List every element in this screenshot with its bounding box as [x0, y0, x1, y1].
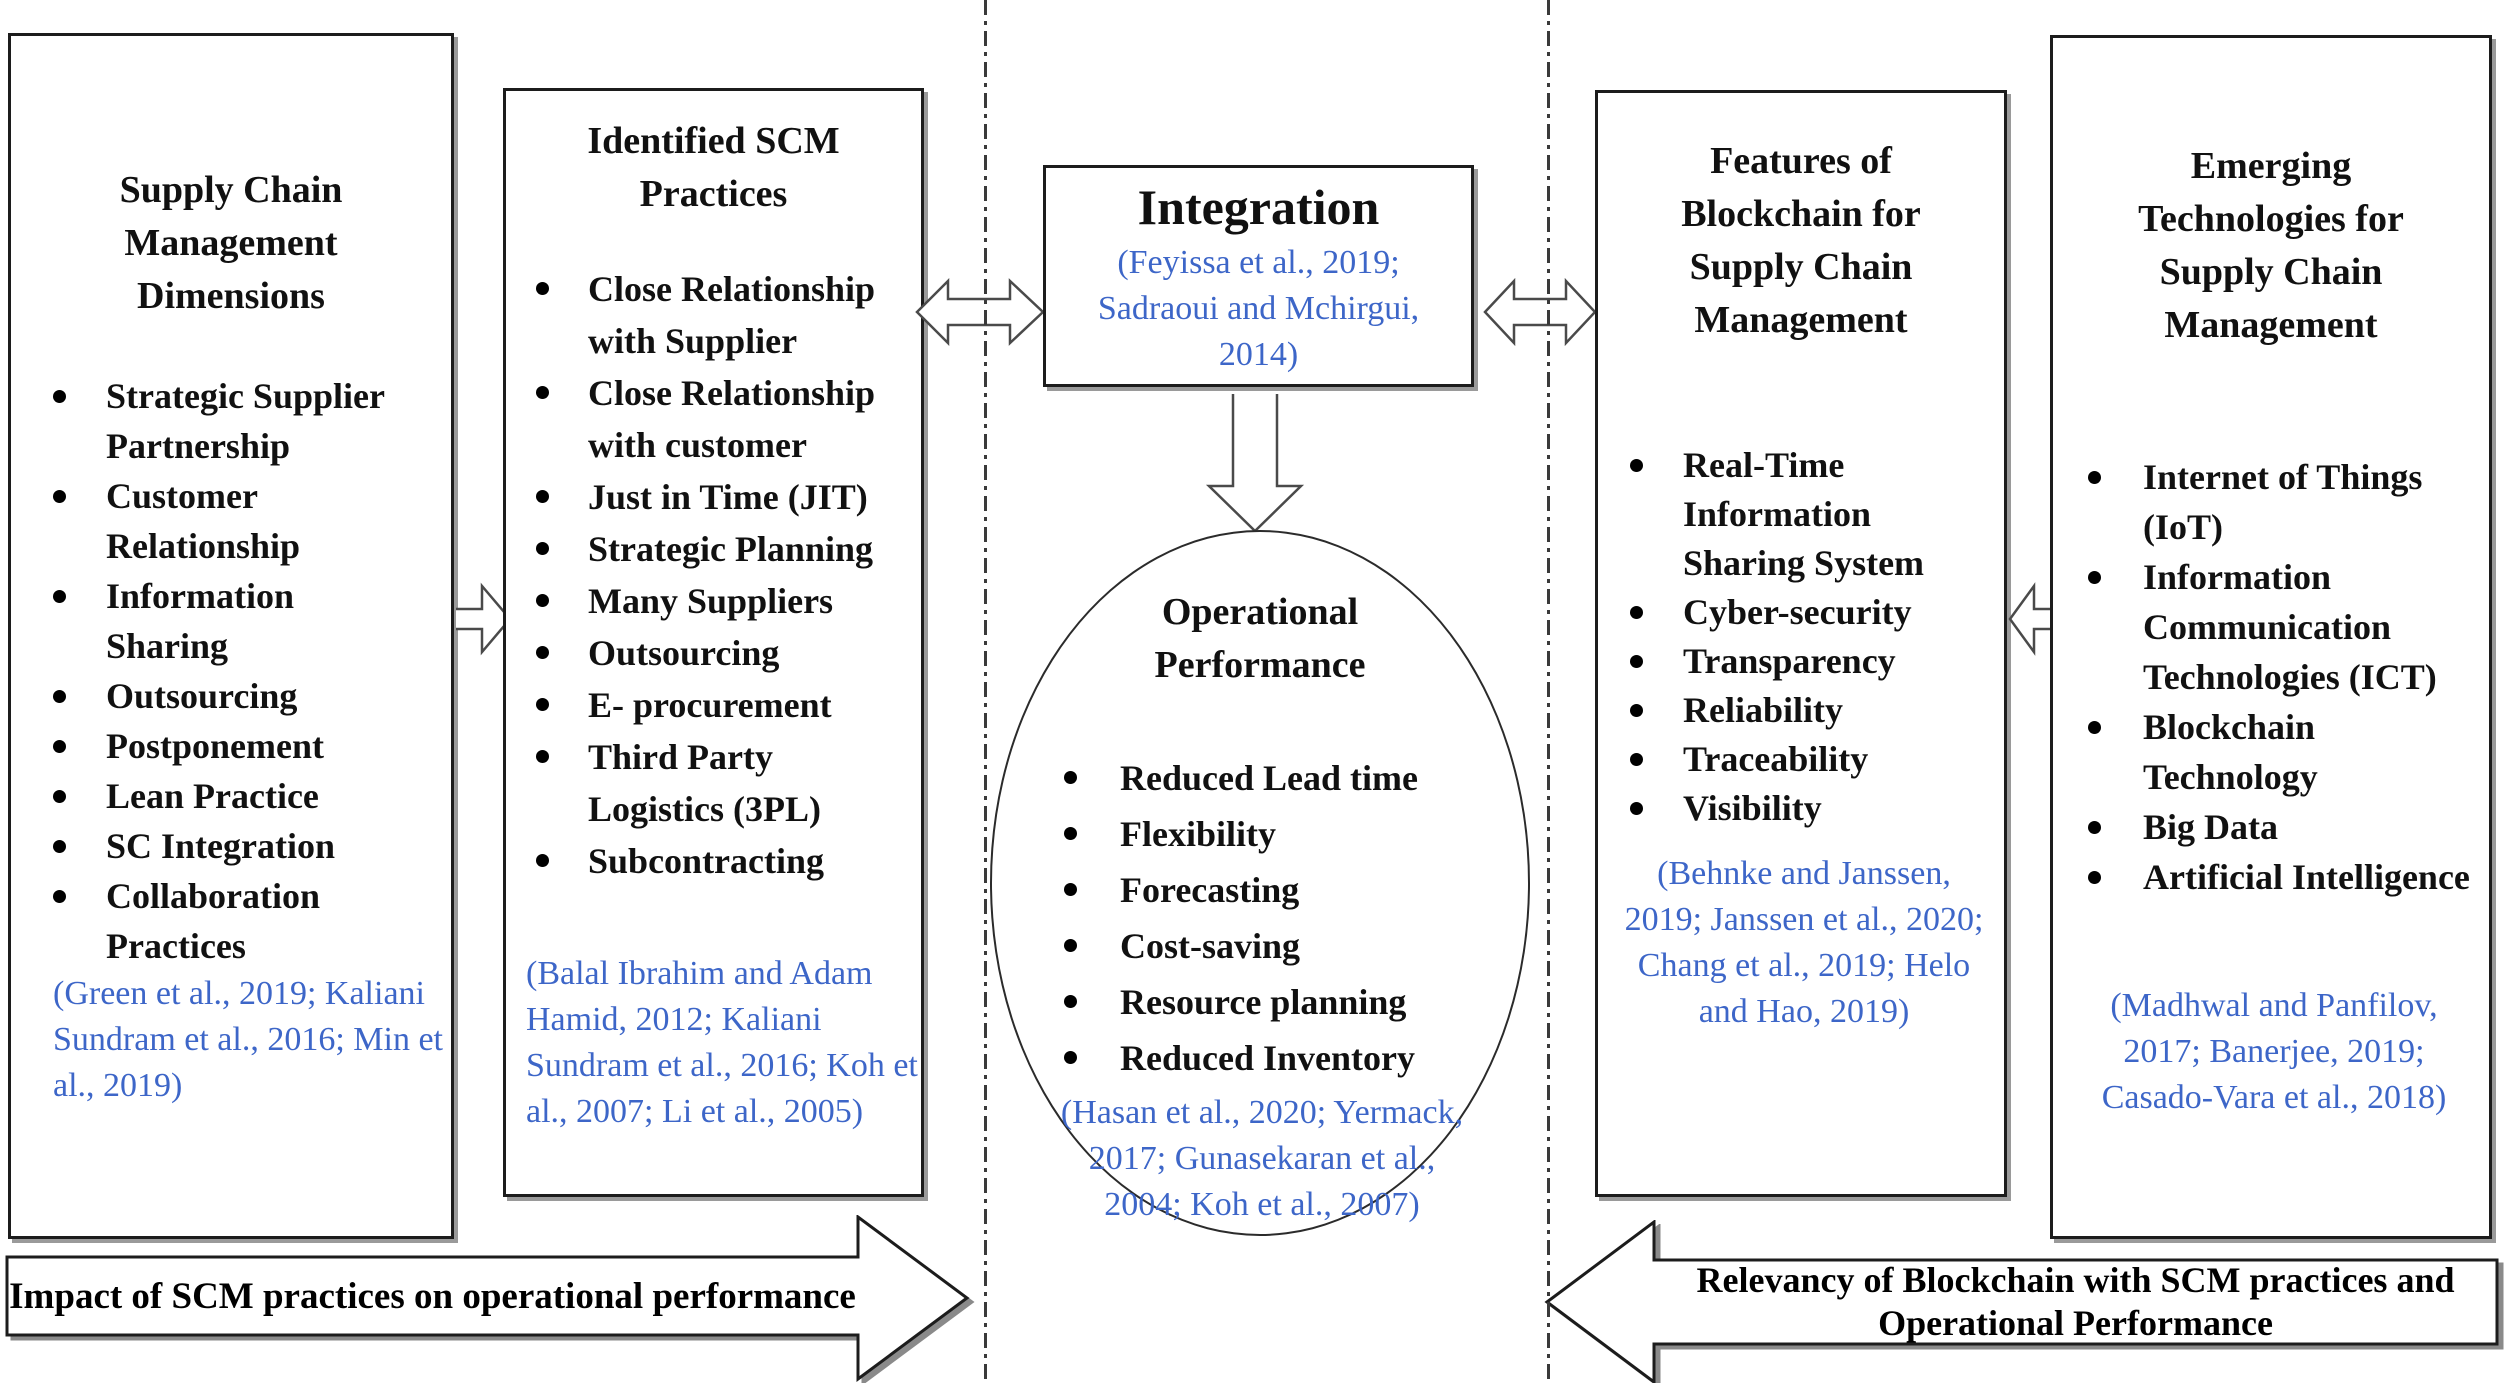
list-item: Flexibility	[992, 806, 1528, 862]
list-item: Forecasting	[992, 862, 1528, 918]
list-item: Cyber-security	[1598, 588, 2004, 637]
box-emerging-technologies: Emerging Technologies for Supply Chain M…	[2050, 35, 2492, 1239]
ellipse-operational-performance: Operational Performance Reduced Lead tim…	[990, 530, 1530, 1236]
list-item: Real-Time Information Sharing System	[1598, 441, 2004, 588]
scm-practices-citation: (Balal Ibrahim and Adam Hamid, 2012; Kal…	[526, 955, 918, 1130]
list-item: Strategic Planning	[506, 523, 921, 575]
emerging-technologies-title: Emerging Technologies for Supply Chain M…	[2138, 145, 2404, 346]
list-item: Information Communication Technologies (…	[2053, 552, 2489, 702]
list-item: Information Sharing	[11, 571, 451, 671]
box-blockchain-features: Features of Blockchain for Supply Chain …	[1595, 90, 2007, 1197]
box-identified-scm-practices: Identified SCM Practices Close Relations…	[503, 88, 924, 1197]
banner-arrow-impact: Impact of SCM practices on operational p…	[5, 1214, 970, 1382]
scm-dimensions-list: Strategic Supplier Partnership Customer …	[11, 371, 451, 971]
list-item: Postponement	[11, 721, 451, 771]
list-item: Third Party Logistics (3PL)	[506, 731, 921, 835]
scm-dimensions-citation: (Green et al., 2019; Kaliani Sundram et …	[53, 975, 444, 1104]
list-item: Blockchain Technology	[2053, 702, 2489, 802]
list-item: Visibility	[1598, 784, 2004, 833]
list-item: Resource planning	[992, 974, 1528, 1030]
list-item: Traceability	[1598, 735, 2004, 784]
list-item: Outsourcing	[506, 627, 921, 679]
operational-performance-citation: (Hasan et al., 2020; Yermack, 2017; Guna…	[1060, 1094, 1464, 1223]
operational-performance-list: Reduced Lead time Flexibility Forecastin…	[992, 750, 1528, 1086]
scm-practices-list: Close Relationship with Supplier Close R…	[506, 263, 921, 887]
list-item: Artificial Intelligence	[2053, 852, 2489, 902]
arrow-integration-features-bidirectional-icon	[1483, 277, 1597, 347]
list-item: Close Relationship with Supplier	[506, 263, 921, 367]
list-item: Reliability	[1598, 686, 2004, 735]
list-item: Transparency	[1598, 637, 2004, 686]
arrow-integration-to-performance-icon	[1205, 394, 1305, 533]
list-item: Strategic Supplier Partnership	[11, 371, 451, 471]
operational-performance-title: Operational Performance	[1154, 591, 1366, 686]
list-item: Cost-saving	[992, 918, 1528, 974]
banner-relevancy-label: Relevancy of Blockchain with SCM practic…	[1696, 1260, 2455, 1343]
box-scm-dimensions: Supply Chain Management Dimensions Strat…	[8, 33, 454, 1239]
list-item: Close Relationship with customer	[506, 367, 921, 471]
box-integration: Integration (Feyissa et al., 2019; Sadra…	[1043, 165, 1474, 387]
blockchain-features-title: Features of Blockchain for Supply Chain …	[1681, 140, 1921, 341]
list-item: SC Integration	[11, 821, 451, 871]
banner-impact-label: Impact of SCM practices on operational p…	[9, 1275, 856, 1317]
integration-title: Integration	[1137, 179, 1380, 235]
list-item: Many Suppliers	[506, 575, 921, 627]
blockchain-features-citation: (Behnke and Janssen, 2019; Janssen et al…	[1624, 855, 1984, 1030]
list-item: Collaboration Practices	[11, 871, 451, 971]
list-item: Big Data	[2053, 802, 2489, 852]
blockchain-features-list: Real-Time Information Sharing System Cyb…	[1598, 441, 2004, 833]
arrow-emerging-to-features-icon	[2008, 582, 2056, 656]
list-item: Outsourcing	[11, 671, 451, 721]
scm-practices-title: Identified SCM Practices	[587, 120, 840, 215]
list-item: Reduced Inventory	[992, 1030, 1528, 1086]
divider-line-left	[984, 0, 987, 1383]
list-item: Reduced Lead time	[992, 750, 1528, 806]
emerging-technologies-list: Internet of Things (IoT) Information Com…	[2053, 452, 2489, 902]
list-item: Lean Practice	[11, 771, 451, 821]
list-item: Customer Relationship	[11, 471, 451, 571]
banner-arrow-relevancy: Relevancy of Blockchain with SCM practic…	[1544, 1219, 2500, 1383]
list-item: Internet of Things (IoT)	[2053, 452, 2489, 552]
divider-line-right	[1547, 0, 1550, 1383]
integration-citation: (Feyissa et al., 2019; Sadraoui and Mchi…	[1097, 244, 1420, 373]
list-item: Just in Time (JIT)	[506, 471, 921, 523]
arrow-practices-integration-bidirectional-icon	[915, 277, 1045, 347]
list-item: Subcontracting	[506, 835, 921, 887]
scm-dimensions-title: Supply Chain Management Dimensions	[119, 169, 343, 317]
list-item: E- procurement	[506, 679, 921, 731]
emerging-technologies-citation: (Madhwal and Panfilov, 2017; Banerjee, 2…	[2101, 987, 2447, 1116]
